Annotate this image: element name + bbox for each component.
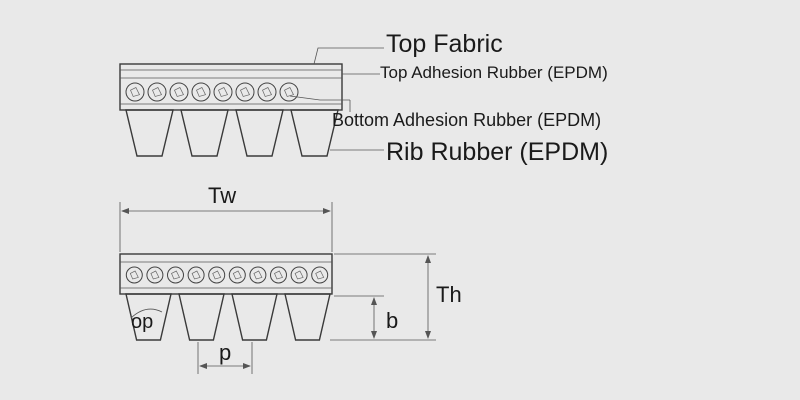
belt-body-outline bbox=[119, 63, 343, 111]
belt-rib bbox=[125, 293, 172, 341]
label-top-width: Tw bbox=[208, 183, 236, 208]
tw-arrow-right bbox=[323, 208, 331, 214]
tension-cord bbox=[228, 266, 246, 284]
tension-cord-strand bbox=[191, 270, 201, 280]
tension-cords-top bbox=[125, 82, 299, 102]
tension-cord bbox=[257, 82, 277, 102]
tension-cord-strand bbox=[152, 87, 163, 97]
ribs-top bbox=[125, 109, 339, 157]
belt-rib bbox=[125, 109, 174, 157]
tension-cord bbox=[125, 82, 145, 102]
tension-cord bbox=[167, 266, 184, 284]
belt-cross-section-bottom bbox=[119, 253, 333, 341]
dimension-top-width bbox=[119, 202, 333, 252]
p-arrow-left bbox=[199, 363, 207, 369]
label-rib-rubber: Rib Rubber (EPDM) bbox=[386, 138, 608, 166]
tension-cord-strand bbox=[218, 87, 229, 97]
tension-cord bbox=[191, 82, 211, 102]
tension-cord bbox=[213, 82, 233, 102]
th-arrow-bottom bbox=[425, 331, 431, 339]
tension-cord-strand bbox=[130, 87, 141, 97]
tension-cord bbox=[187, 266, 205, 284]
tension-cord-strand bbox=[196, 87, 207, 97]
label-pitch: p bbox=[219, 340, 231, 365]
tension-cord-strand bbox=[274, 270, 284, 280]
belt-rib bbox=[235, 109, 284, 157]
tension-cord-strand bbox=[171, 270, 181, 280]
dimension-pitch bbox=[197, 342, 253, 374]
tension-cord-strand bbox=[150, 270, 160, 280]
tension-cord-strand bbox=[212, 270, 222, 280]
tension-cord bbox=[169, 82, 189, 102]
belt-rib bbox=[284, 293, 331, 341]
tension-cord bbox=[125, 266, 143, 284]
tension-cords-bottom bbox=[125, 266, 329, 284]
b-arrow-bottom bbox=[371, 331, 377, 339]
tension-cord-strand bbox=[253, 270, 263, 280]
leader-bottom-adhesion bbox=[289, 95, 350, 101]
tension-cord bbox=[235, 82, 255, 102]
tension-cord-strand bbox=[240, 87, 251, 97]
belt-rib bbox=[178, 293, 225, 341]
tension-cord-strand bbox=[262, 87, 273, 97]
tension-cord-strand bbox=[129, 270, 139, 280]
dimension-rib-height bbox=[334, 295, 384, 339]
ribs-bottom bbox=[125, 293, 331, 341]
belt-rib bbox=[180, 109, 229, 157]
p-arrow-right bbox=[243, 363, 251, 369]
tension-cord-strand bbox=[294, 270, 304, 280]
rib-angle-arc bbox=[130, 308, 163, 319]
leader-lines bbox=[289, 47, 384, 151]
label-rib-angle: op bbox=[131, 311, 153, 333]
tension-cord bbox=[270, 266, 287, 284]
th-arrow-top bbox=[425, 255, 431, 263]
tension-cord-strand bbox=[232, 270, 242, 280]
label-bottom-adhesion: Bottom Adhesion Rubber (EPDM) bbox=[332, 110, 601, 130]
tension-cord bbox=[146, 266, 164, 284]
belt-rib bbox=[290, 109, 339, 157]
belt-body-outline-bottom bbox=[119, 253, 333, 295]
tension-cord-strand bbox=[284, 87, 295, 97]
tension-cord bbox=[147, 82, 167, 102]
tension-cord bbox=[311, 266, 329, 284]
label-top-adhesion: Top Adhesion Rubber (EPDM) bbox=[380, 63, 608, 82]
tension-cord bbox=[208, 266, 226, 284]
dimension-thickness bbox=[330, 253, 436, 341]
belt-cross-section-top bbox=[119, 63, 343, 157]
tw-arrow-left bbox=[121, 208, 129, 214]
label-thickness: Th bbox=[436, 282, 462, 307]
tension-cord-strand bbox=[315, 270, 325, 280]
tension-cord bbox=[279, 82, 299, 102]
tension-cord bbox=[249, 266, 267, 284]
belt-rib bbox=[231, 293, 278, 341]
b-arrow-top bbox=[371, 297, 377, 305]
label-top-fabric: Top Fabric bbox=[386, 30, 503, 58]
leader-top-fabric bbox=[313, 47, 384, 65]
label-rib-height: b bbox=[386, 308, 398, 333]
tension-cord-strand bbox=[174, 87, 185, 97]
tension-cord bbox=[290, 266, 308, 284]
